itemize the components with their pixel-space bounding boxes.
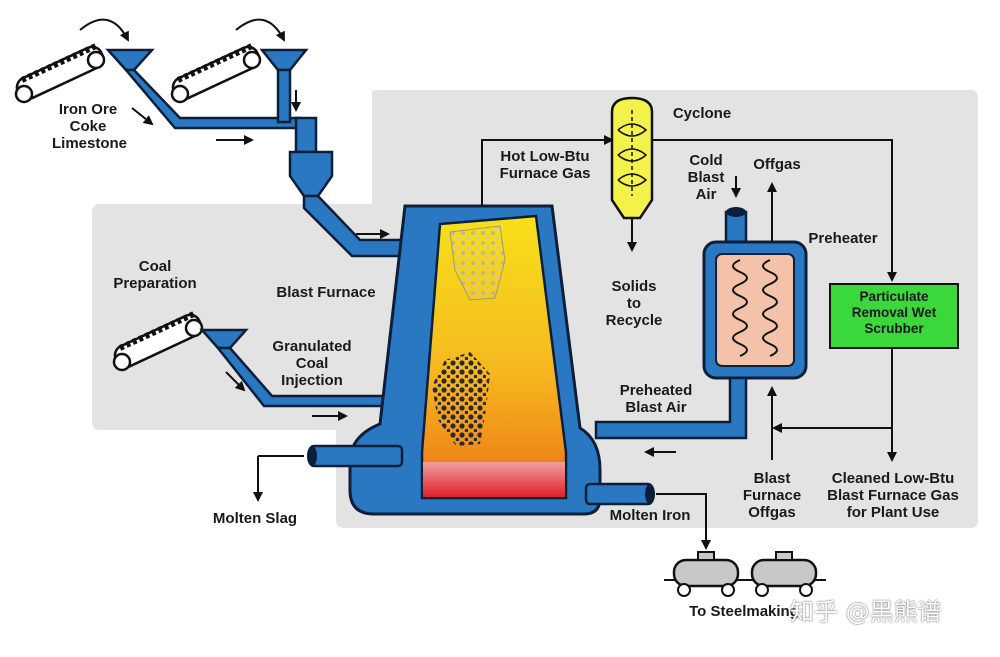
hot-gas-line — [481, 135, 614, 206]
flow-arrows — [131, 90, 676, 457]
preheater — [594, 207, 808, 440]
conveyor-3 — [112, 310, 204, 372]
watermark: 知乎 @黑熊谱 — [790, 598, 942, 626]
cyclone — [610, 96, 654, 252]
conveyor-1 — [14, 18, 129, 104]
rail-cars — [664, 551, 826, 597]
slag-tap — [253, 444, 404, 502]
cyclone-to-scrubber-line — [652, 139, 897, 282]
ore-charge — [449, 225, 506, 301]
label-cyclone: Cyclone — [672, 105, 732, 122]
label-preheater: Preheater — [808, 230, 878, 247]
molten-pool — [423, 462, 565, 497]
iron-tap — [584, 482, 711, 550]
conveyor-2 — [170, 18, 285, 104]
label-molten-slag: Molten Slag — [212, 510, 298, 527]
wet-scrubber — [829, 283, 959, 349]
label-blast-furnace: Blast Furnace — [276, 284, 376, 301]
label-molten-iron: Molten Iron — [609, 507, 691, 524]
label-to-steelmaking: To Steelmaking — [689, 603, 799, 620]
label-offgas: Offgas — [753, 156, 801, 173]
coal-layer — [432, 352, 490, 446]
